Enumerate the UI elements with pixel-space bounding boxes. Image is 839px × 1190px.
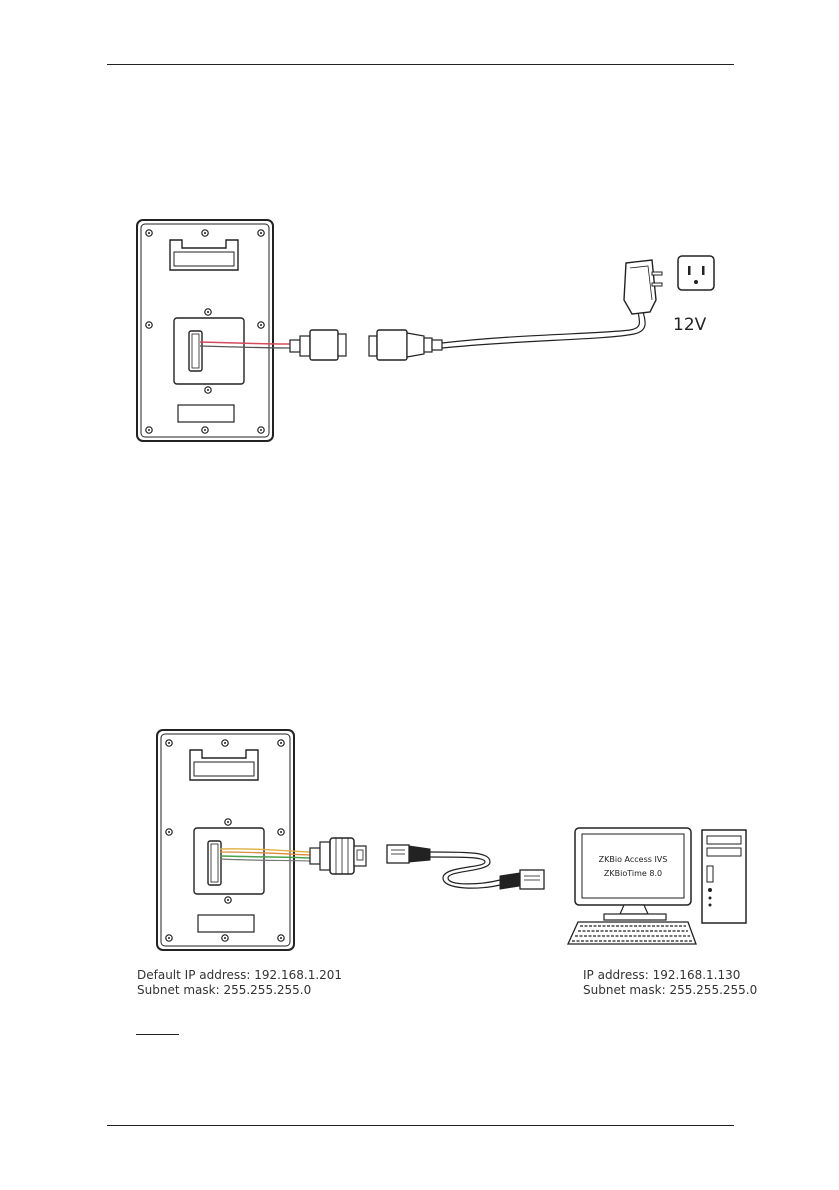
adapter-plug-connector [369,330,442,360]
device-ip-address: Default IP address: 192.168.1.201 [137,968,342,983]
device-back-panel [137,220,273,441]
computer-illustration: ZKBio Access IVS ZKBioTime 8.0 [568,828,746,944]
device-power-connector [290,330,346,360]
device-back-panel-network [157,730,294,950]
power-connection-diagram: 12V [137,220,714,441]
ethernet-cable [387,845,544,889]
adapter-cable [442,312,645,348]
wall-outlet-icon [678,256,714,290]
device-ethernet-connector [310,838,366,874]
power-adapter [624,260,662,314]
device-network-caption: Default IP address: 192.168.1.201 Subnet… [137,968,342,998]
pc-subnet-mask: Subnet mask: 255.255.255.0 [583,983,757,998]
software-name-line2: ZKBioTime 8.0 [604,869,662,878]
network-connection-diagram: ZKBio Access IVS ZKBioTime 8.0 [157,730,746,950]
device-subnet-mask: Subnet mask: 255.255.255.0 [137,983,342,998]
pc-network-caption: IP address: 192.168.1.130 Subnet mask: 2… [583,968,757,998]
software-name-line1: ZKBio Access IVS [599,855,668,864]
footer-rule [107,1125,734,1126]
pc-ip-address: IP address: 192.168.1.130 [583,968,757,983]
note-underline [136,1034,179,1035]
voltage-label: 12V [673,315,707,335]
